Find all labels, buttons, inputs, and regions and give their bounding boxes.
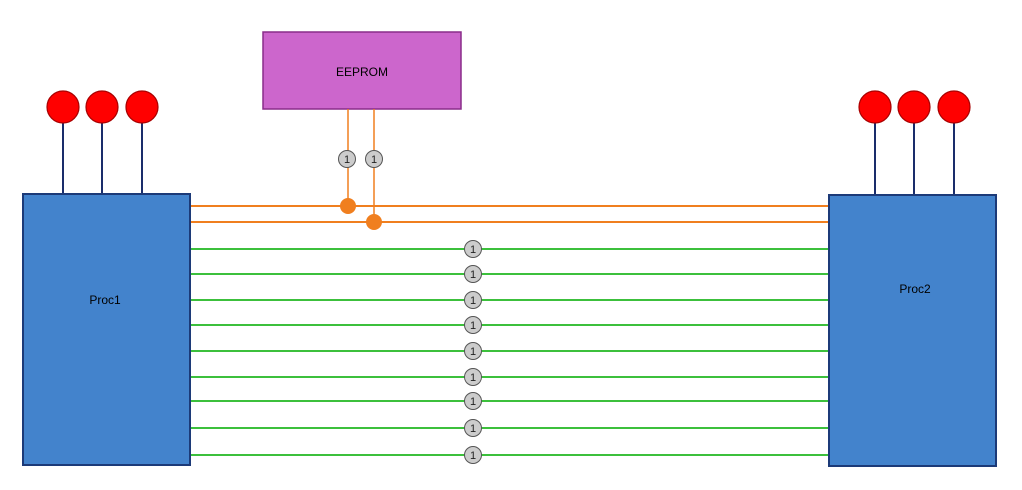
red-led-icon[interactable]	[125, 90, 159, 124]
i2c-badge-2: 1	[365, 150, 383, 168]
line-badge	[464, 316, 482, 334]
red-led-icon[interactable]	[85, 90, 119, 124]
i2c-badge-1: 1	[338, 150, 356, 168]
proc2-label: Proc2	[899, 282, 931, 296]
red-led-icon[interactable]	[937, 90, 971, 124]
line-badge-text: 1	[470, 396, 476, 408]
line-badge-text: 1	[470, 244, 476, 256]
proc1-leds	[46, 90, 159, 194]
red-led-icon[interactable]	[46, 90, 80, 124]
junction-dot-2	[366, 214, 382, 230]
line-badge	[464, 265, 482, 283]
proc1-block[interactable]: Proc1	[22, 193, 191, 466]
green-line-row: 1	[190, 291, 829, 309]
green-line-row: 1	[190, 368, 829, 386]
i2c-badge-2-text: 1	[371, 154, 377, 166]
green-line-row: 1	[190, 342, 829, 360]
proc2-leds	[858, 90, 971, 195]
line-badge	[464, 392, 482, 410]
line-badge-text: 1	[470, 423, 476, 435]
line-badge	[464, 419, 482, 437]
proc1-box	[22, 193, 191, 466]
line-badge-text: 1	[470, 450, 476, 462]
green-line-row: 1	[190, 392, 829, 410]
proc1-label: Proc1	[89, 293, 121, 307]
red-led-icon[interactable]	[858, 90, 892, 124]
green-line-row: 1	[190, 240, 829, 258]
i2c-badge-1-text: 1	[344, 154, 350, 166]
junction-dot-1	[340, 198, 356, 214]
green-line-row: 1	[190, 419, 829, 437]
green-line-row: 1	[190, 316, 829, 334]
line-badge-text: 1	[470, 269, 476, 281]
eeprom-box	[262, 31, 462, 110]
green-line-row: 1	[190, 265, 829, 283]
line-badge-text: 1	[470, 295, 476, 307]
proc2-box	[828, 194, 997, 467]
green-bus: 1 1 1 1 1 1 1	[190, 240, 829, 464]
eeprom-block[interactable]: EEPROM	[262, 31, 462, 110]
line-badge-text: 1	[470, 372, 476, 384]
line-badge-text: 1	[470, 346, 476, 358]
green-line-row: 1	[190, 446, 829, 464]
proc2-block[interactable]: Proc2	[828, 194, 997, 467]
line-badge	[464, 446, 482, 464]
line-badge	[464, 240, 482, 258]
line-badge	[464, 342, 482, 360]
eeprom-label: EEPROM	[336, 65, 388, 79]
line-badge-text: 1	[470, 320, 476, 332]
line-badge	[464, 368, 482, 386]
red-led-icon[interactable]	[897, 90, 931, 124]
line-badge	[464, 291, 482, 309]
i2c-bus: 1 1	[190, 109, 829, 230]
